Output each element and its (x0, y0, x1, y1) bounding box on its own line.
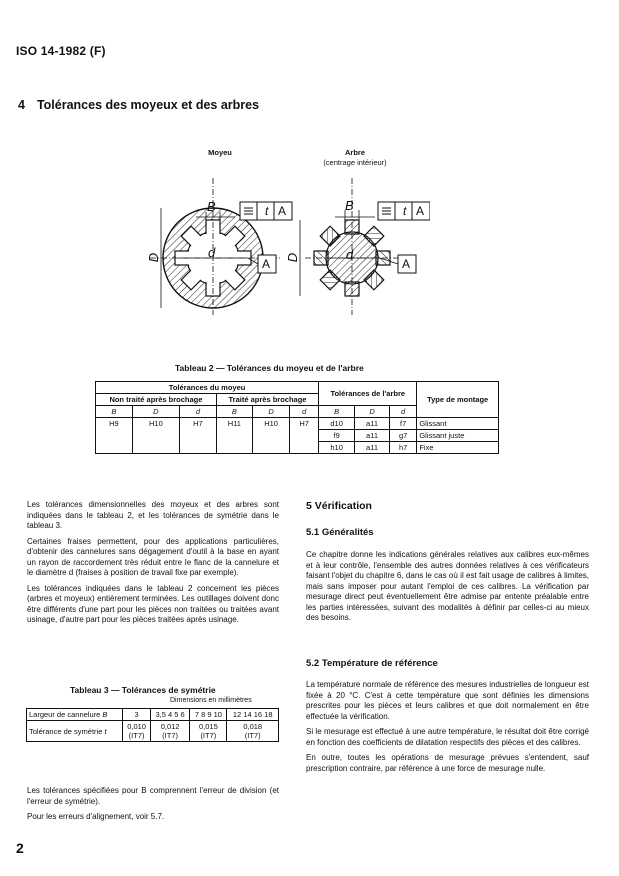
section-4-heading: 4 Tolérances des moyeux et des arbres (18, 98, 259, 112)
section-5-heading: 5 Vérification (306, 500, 372, 512)
col-D: D (354, 405, 390, 418)
col-d: d (289, 405, 320, 418)
document-header: ISO 14-1982 (F) (16, 44, 106, 58)
shaft-dim-D: D (285, 252, 301, 263)
hub-value: H7 (179, 417, 217, 454)
treated-header: Traité après brochage (215, 393, 320, 406)
width-value: 12 14 16 18 (226, 708, 279, 721)
tolerance-label-text: Tolérance de symétrie (29, 726, 103, 736)
tolerance-cell: 0,012(IT7) (149, 720, 191, 742)
hub-tolerance-header: Tolérances du moyeu (94, 381, 320, 394)
page-number: 2 (16, 840, 24, 856)
shaft-dim-d: d (346, 247, 354, 262)
shaft-value: a11 (354, 429, 390, 442)
fit-type-header: Type de montage (416, 381, 499, 418)
tolerance-grade: (IT7) (162, 731, 178, 740)
tolerance-row-label: Tolérance de symétrie t (25, 720, 124, 742)
hub-dim-B: B (207, 199, 216, 214)
tolerance-cell: 0,018(IT7) (226, 720, 279, 742)
hub-value: H11 (215, 417, 253, 454)
shaft-value: a11 (354, 441, 390, 454)
width-symbol: B (102, 710, 108, 719)
paragraph: Les tolérances indiquées dans le tableau… (27, 583, 279, 625)
paragraph: Les tolérances dimensionnelles des moyeu… (27, 500, 279, 530)
section-5-2-heading: 5.2 Température de référence (306, 658, 438, 669)
col-d: d (388, 405, 418, 418)
section-5-2-text: La température normale de référence des … (306, 680, 589, 779)
table3: Largeur de cannelure B 3 3,5 4 5 6 7 8 9… (25, 708, 279, 742)
section-title: Tolérances des moyeux et des arbres (36, 98, 260, 112)
tolerance-symbol: t (104, 726, 107, 736)
left-column-text: Les tolérances dimensionnelles des moyeu… (27, 500, 279, 631)
tolerance-value: 0,012 (160, 722, 180, 731)
shaft-value: h7 (388, 441, 418, 454)
section-5-1-heading: 5.1 Généralités (306, 527, 374, 538)
hub-label: Moyeu (208, 148, 232, 157)
shaft-value: g7 (388, 429, 418, 442)
shaft-value: f7 (388, 417, 418, 430)
width-value: 7 8 9 10 (189, 708, 228, 721)
width-row-label: Largeur de cannelure B (25, 708, 124, 721)
width-label-text: Largeur de cannelure (29, 710, 101, 719)
col-B: B (95, 405, 133, 418)
paragraph: La température normale de référence des … (306, 680, 589, 721)
section-5-1-text: Ce chapitre donne les indications généra… (306, 550, 589, 622)
paragraph: Les tolérances spécifiées pour B compren… (27, 786, 279, 806)
paragraph: En outre, toutes les opérations de mesur… (306, 753, 589, 773)
tolerance-value: 0,018 (243, 722, 263, 731)
tolerance-grade: (IT7) (128, 731, 145, 740)
shaft-datum: A (402, 257, 411, 271)
fit-type: Glissant (416, 417, 499, 430)
untreated-header: Non traité après brochage (95, 393, 217, 406)
shaft-drawing (299, 178, 430, 315)
width-value: 3,5 4 5 6 (149, 708, 191, 721)
tolerance-grade: (IT7) (244, 731, 261, 740)
col-d: d (179, 405, 217, 418)
hub-value: H7 (289, 417, 320, 454)
hub-datum: A (262, 257, 271, 271)
shaft-tol-t: t (403, 204, 407, 218)
hub-dim-D: D (146, 252, 162, 263)
shaft-value: h10 (318, 441, 356, 454)
shaft-label: Arbre (344, 148, 365, 157)
col-D: D (251, 405, 291, 418)
shaft-value: a11 (354, 417, 390, 430)
left-bottom-text: Les tolérances spécifiées pour B compren… (27, 786, 279, 828)
paragraph: Certaines fraises permettent, pour des a… (27, 536, 279, 578)
spline-figure (150, 178, 430, 315)
tolerance-cell: 0,015(IT7) (189, 720, 228, 742)
shaft-dim-B: B (345, 198, 354, 213)
hub-drawing (150, 178, 293, 315)
fit-type: Fixe (416, 441, 499, 454)
paragraph: Pour les erreurs d'alignement, voir 5.7. (27, 812, 165, 821)
col-D: D (131, 405, 181, 418)
table3-caption: Tableau 3 — Tolérances de symétrie (70, 685, 216, 695)
tolerance-value: 0,010 (127, 722, 146, 731)
hub-value: H10 (131, 417, 181, 454)
hub-value: H10 (251, 417, 291, 454)
col-B: B (215, 405, 253, 418)
col-B: B (318, 405, 356, 418)
tolerance-value: 0,015 (198, 722, 218, 731)
hub-value: H9 (95, 417, 133, 454)
fit-type: Glissant juste (416, 429, 499, 442)
table2: Tolérances du moyeu Tolérances de l'arbr… (94, 381, 499, 454)
hub-dim-d: d (208, 245, 216, 260)
width-value: 3 (122, 708, 151, 721)
shaft-value: f9 (318, 429, 356, 442)
tolerance-cell: 0,010(IT7) (122, 720, 151, 742)
shaft-tolerance-header: Tolérances de l'arbre (318, 381, 418, 406)
hub-tol-t: t (265, 204, 269, 218)
hub-datum-ref: A (278, 204, 287, 218)
shaft-sublabel: (centrage intérieur) (323, 158, 387, 167)
table3-units: Dimensions en millimètres (170, 697, 252, 704)
section-number: 4 (18, 98, 25, 112)
paragraph: Si le mesurage est effectué à une autre … (306, 727, 589, 747)
tolerance-grade: (IT7) (200, 731, 217, 740)
table2-caption: Tableau 2 — Tolérances du moyeu et de l'… (175, 363, 364, 373)
shaft-value: d10 (318, 417, 356, 430)
shaft-datum-ref: A (416, 204, 425, 218)
